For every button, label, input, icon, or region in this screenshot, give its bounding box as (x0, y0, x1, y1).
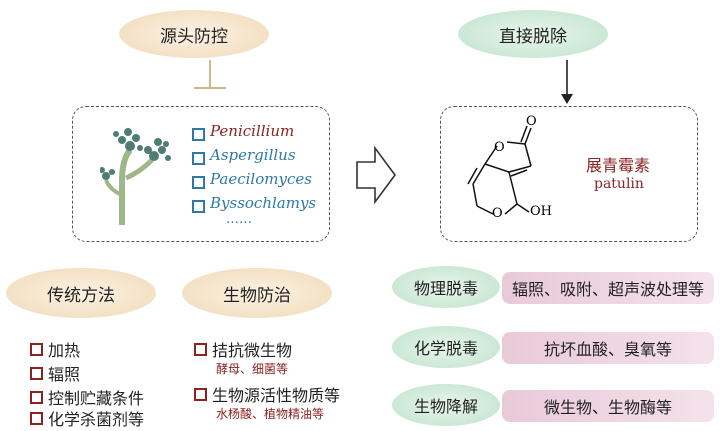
chemical-detox-detail: 抗坏血酸、臭氧等 (502, 332, 714, 364)
hollow-right-arrow-icon (356, 146, 396, 204)
atom-oh: OH (530, 204, 552, 219)
genus-more: …… (226, 212, 252, 227)
source-control-label: 源头防控 (160, 26, 228, 47)
inhibition-symbol (194, 60, 226, 89)
physical-detox-detail-text: 辐照、吸附、超声波处理等 (511, 280, 704, 299)
method-bullet-icon (30, 343, 43, 356)
genus-aspergillus: Aspergillus (210, 146, 296, 164)
chemical-detox-label: 化学脱毒 (413, 339, 478, 358)
biodegradation-label: 生物降解 (413, 397, 478, 416)
biocontrol-subitem: 水杨酸、植物精油等 (216, 407, 325, 421)
physical-detox-label: 物理脱毒 (413, 279, 478, 298)
biocontrol-item: 拮抗微生物 (212, 341, 293, 360)
source-control-ellipse: 源头防控 (119, 10, 269, 58)
genus-byssochlamys: Byssochlamys (210, 194, 317, 212)
traditional-item: 控制贮藏条件 (48, 389, 145, 408)
traditional-methods-label: 传统方法 (47, 285, 115, 306)
biocontrol-ellipse: 生物防治 (182, 268, 332, 318)
method-bullet-icon (30, 391, 43, 404)
genus-bullet-icon (192, 200, 205, 213)
biodegradation-detail-text: 微生物、生物酶等 (543, 398, 672, 417)
atom-o-carbonyl: O (526, 114, 537, 129)
genus-paecilomyces: Paecilomyces (210, 170, 312, 188)
traditional-methods-ellipse: 传统方法 (6, 268, 156, 318)
physical-detox-ellipse: 物理脱毒 (392, 266, 500, 308)
atom-o-ring: O (494, 140, 505, 155)
arrow-down-icon (561, 60, 573, 104)
patulin-structure-icon (467, 125, 532, 215)
chemical-detox-detail-text: 抗坏血酸、臭氧等 (543, 340, 672, 359)
fungi-box (72, 106, 330, 242)
biodegradation-ellipse: 生物降解 (392, 384, 500, 426)
toxin-name-en: patulin (594, 176, 644, 192)
method-bullet-icon (30, 412, 43, 425)
method-bullet-icon (194, 343, 207, 356)
biodegradation-detail: 微生物、生物酶等 (502, 390, 714, 422)
chemical-detox-ellipse: 化学脱毒 (392, 326, 500, 368)
direct-removal-ellipse: 直接脱除 (458, 10, 608, 58)
traditional-item: 化学杀菌剂等 (48, 410, 145, 429)
genus-penicillium: Penicillium (210, 122, 295, 140)
direct-removal-label: 直接脱除 (499, 26, 567, 47)
biocontrol-label: 生物防治 (223, 285, 291, 306)
genus-bullet-icon (192, 128, 205, 141)
physical-detox-detail: 辐照、吸附、超声波处理等 (502, 272, 714, 304)
traditional-item: 辐照 (48, 365, 81, 384)
toxin-name-cn: 展青霉素 (586, 156, 651, 175)
biocontrol-subitem: 酵母、细菌等 (216, 362, 289, 376)
method-bullet-icon (30, 367, 43, 380)
penicillium-illustration-icon (100, 128, 171, 225)
method-bullet-icon (194, 388, 207, 401)
biocontrol-item: 生物源活性物质等 (212, 386, 341, 405)
traditional-item: 加热 (48, 341, 81, 360)
atom-o-pyran: O (492, 206, 503, 221)
genus-bullet-icon (192, 152, 205, 165)
patulin-box (440, 106, 698, 242)
genus-bullet-icon (192, 176, 205, 189)
